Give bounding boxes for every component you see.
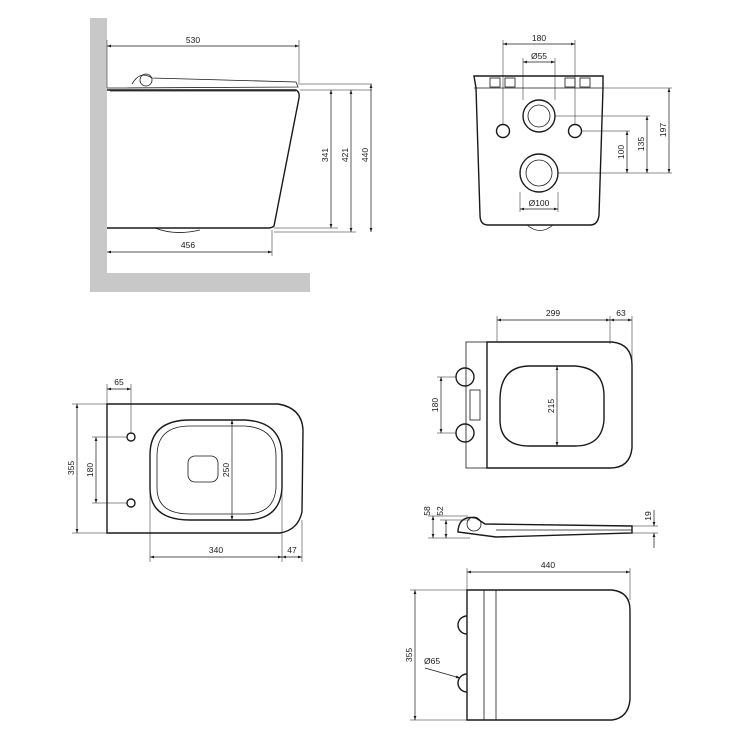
dim-label-rear-bolt-spacing: 180	[532, 33, 546, 43]
seat-side-profile	[457, 516, 633, 538]
lid-hinge-front-icon	[457, 615, 468, 635]
dim-label-rear-bolt-height: 100	[616, 145, 626, 159]
dim-label-outlet-diameter: Ø100	[529, 198, 550, 208]
drain-opening-icon	[187, 455, 219, 483]
bowl-inner-outline	[156, 425, 277, 515]
dim-label-seat-length: 299	[546, 308, 560, 318]
dim-label-seat-hinge-spacing: 180	[430, 398, 440, 412]
dim-label-top-width: 355	[66, 461, 76, 475]
rear-top-slots	[489, 77, 591, 88]
seat-hinge-bar	[465, 341, 488, 469]
dim-label-top-side-offset: 65	[114, 377, 124, 387]
hinge-circle	[139, 73, 153, 87]
seat-side-hinge-icon	[466, 516, 482, 532]
dim-label-seat-opening: 215	[546, 399, 556, 413]
rear-bottom-curve	[526, 224, 554, 231]
lid-outline	[466, 589, 631, 721]
lid-top-view: 440 355 Ø65	[404, 560, 631, 721]
seat-hinge-rear-icon	[455, 423, 475, 443]
dim-label-top-bowl-length: 340	[209, 545, 223, 555]
rear-view: 180 Ø55 Ø100 100 135 197	[473, 33, 672, 231]
seat-top-view: 299 63 180 215	[430, 308, 633, 469]
top-view: 65 355 180 250 340 47	[66, 377, 304, 562]
dim-label-top-bowl-opening: 250	[221, 463, 231, 477]
seat-lid-profile	[107, 74, 299, 89]
dim-label-seat-hinge-height-2: 52	[435, 506, 445, 516]
dim-label-top-bolt-spacing: 180	[85, 463, 95, 477]
seat-opening-outline	[499, 365, 605, 447]
toilet-body-outline	[107, 89, 300, 229]
dim-label-total-height: 440	[360, 148, 370, 162]
seat-outline	[486, 341, 633, 469]
side-view: 530 456 341 421 440	[90, 18, 373, 292]
wall-and-floor	[90, 18, 310, 292]
top-body-outline	[106, 403, 304, 534]
bowl-rim-outline	[149, 419, 283, 521]
dim-label-rear-inlet-height: 135	[636, 137, 646, 151]
dim-label-top-front-offset: 47	[287, 545, 297, 555]
top-bolt-front-icon	[126, 432, 136, 442]
water-inlet-inner	[527, 104, 551, 128]
seat-side-view: 58 52 19	[422, 506, 658, 548]
dim-label-lid-hinge-diameter: Ø65	[424, 656, 440, 666]
dim-leader-lid-hinge	[424, 667, 461, 679]
dim-label-rear-top-to-outlet: 197	[658, 123, 668, 137]
dim-label-seat-hinge-height-1: 58	[422, 506, 432, 516]
dim-label-rim-height-1: 341	[320, 148, 330, 162]
seat-hinge-bracket	[469, 389, 481, 421]
dim-label-bowl-projection: 456	[181, 240, 195, 250]
dim-label-inlet-diameter: Ø55	[531, 51, 547, 61]
top-bolt-rear-icon	[126, 498, 136, 508]
dim-label-lid-width: 355	[404, 648, 414, 662]
rear-body-outline	[473, 75, 604, 226]
dim-label-lid-length: 440	[541, 560, 555, 570]
dim-label-rim-height-2: 421	[340, 148, 350, 162]
dim-label-side-length: 530	[186, 35, 200, 45]
bowl-underside	[154, 227, 201, 233]
rear-bolt-left-icon	[495, 123, 511, 139]
rear-bolt-right-icon	[567, 123, 583, 139]
lid-hinge-rear-icon	[457, 673, 468, 693]
waste-outlet-inner	[525, 159, 553, 187]
dim-label-seat-rear-offset: 63	[616, 308, 626, 318]
dim-label-seat-thickness: 19	[643, 511, 653, 521]
seat-hinge-front-icon	[455, 367, 475, 387]
